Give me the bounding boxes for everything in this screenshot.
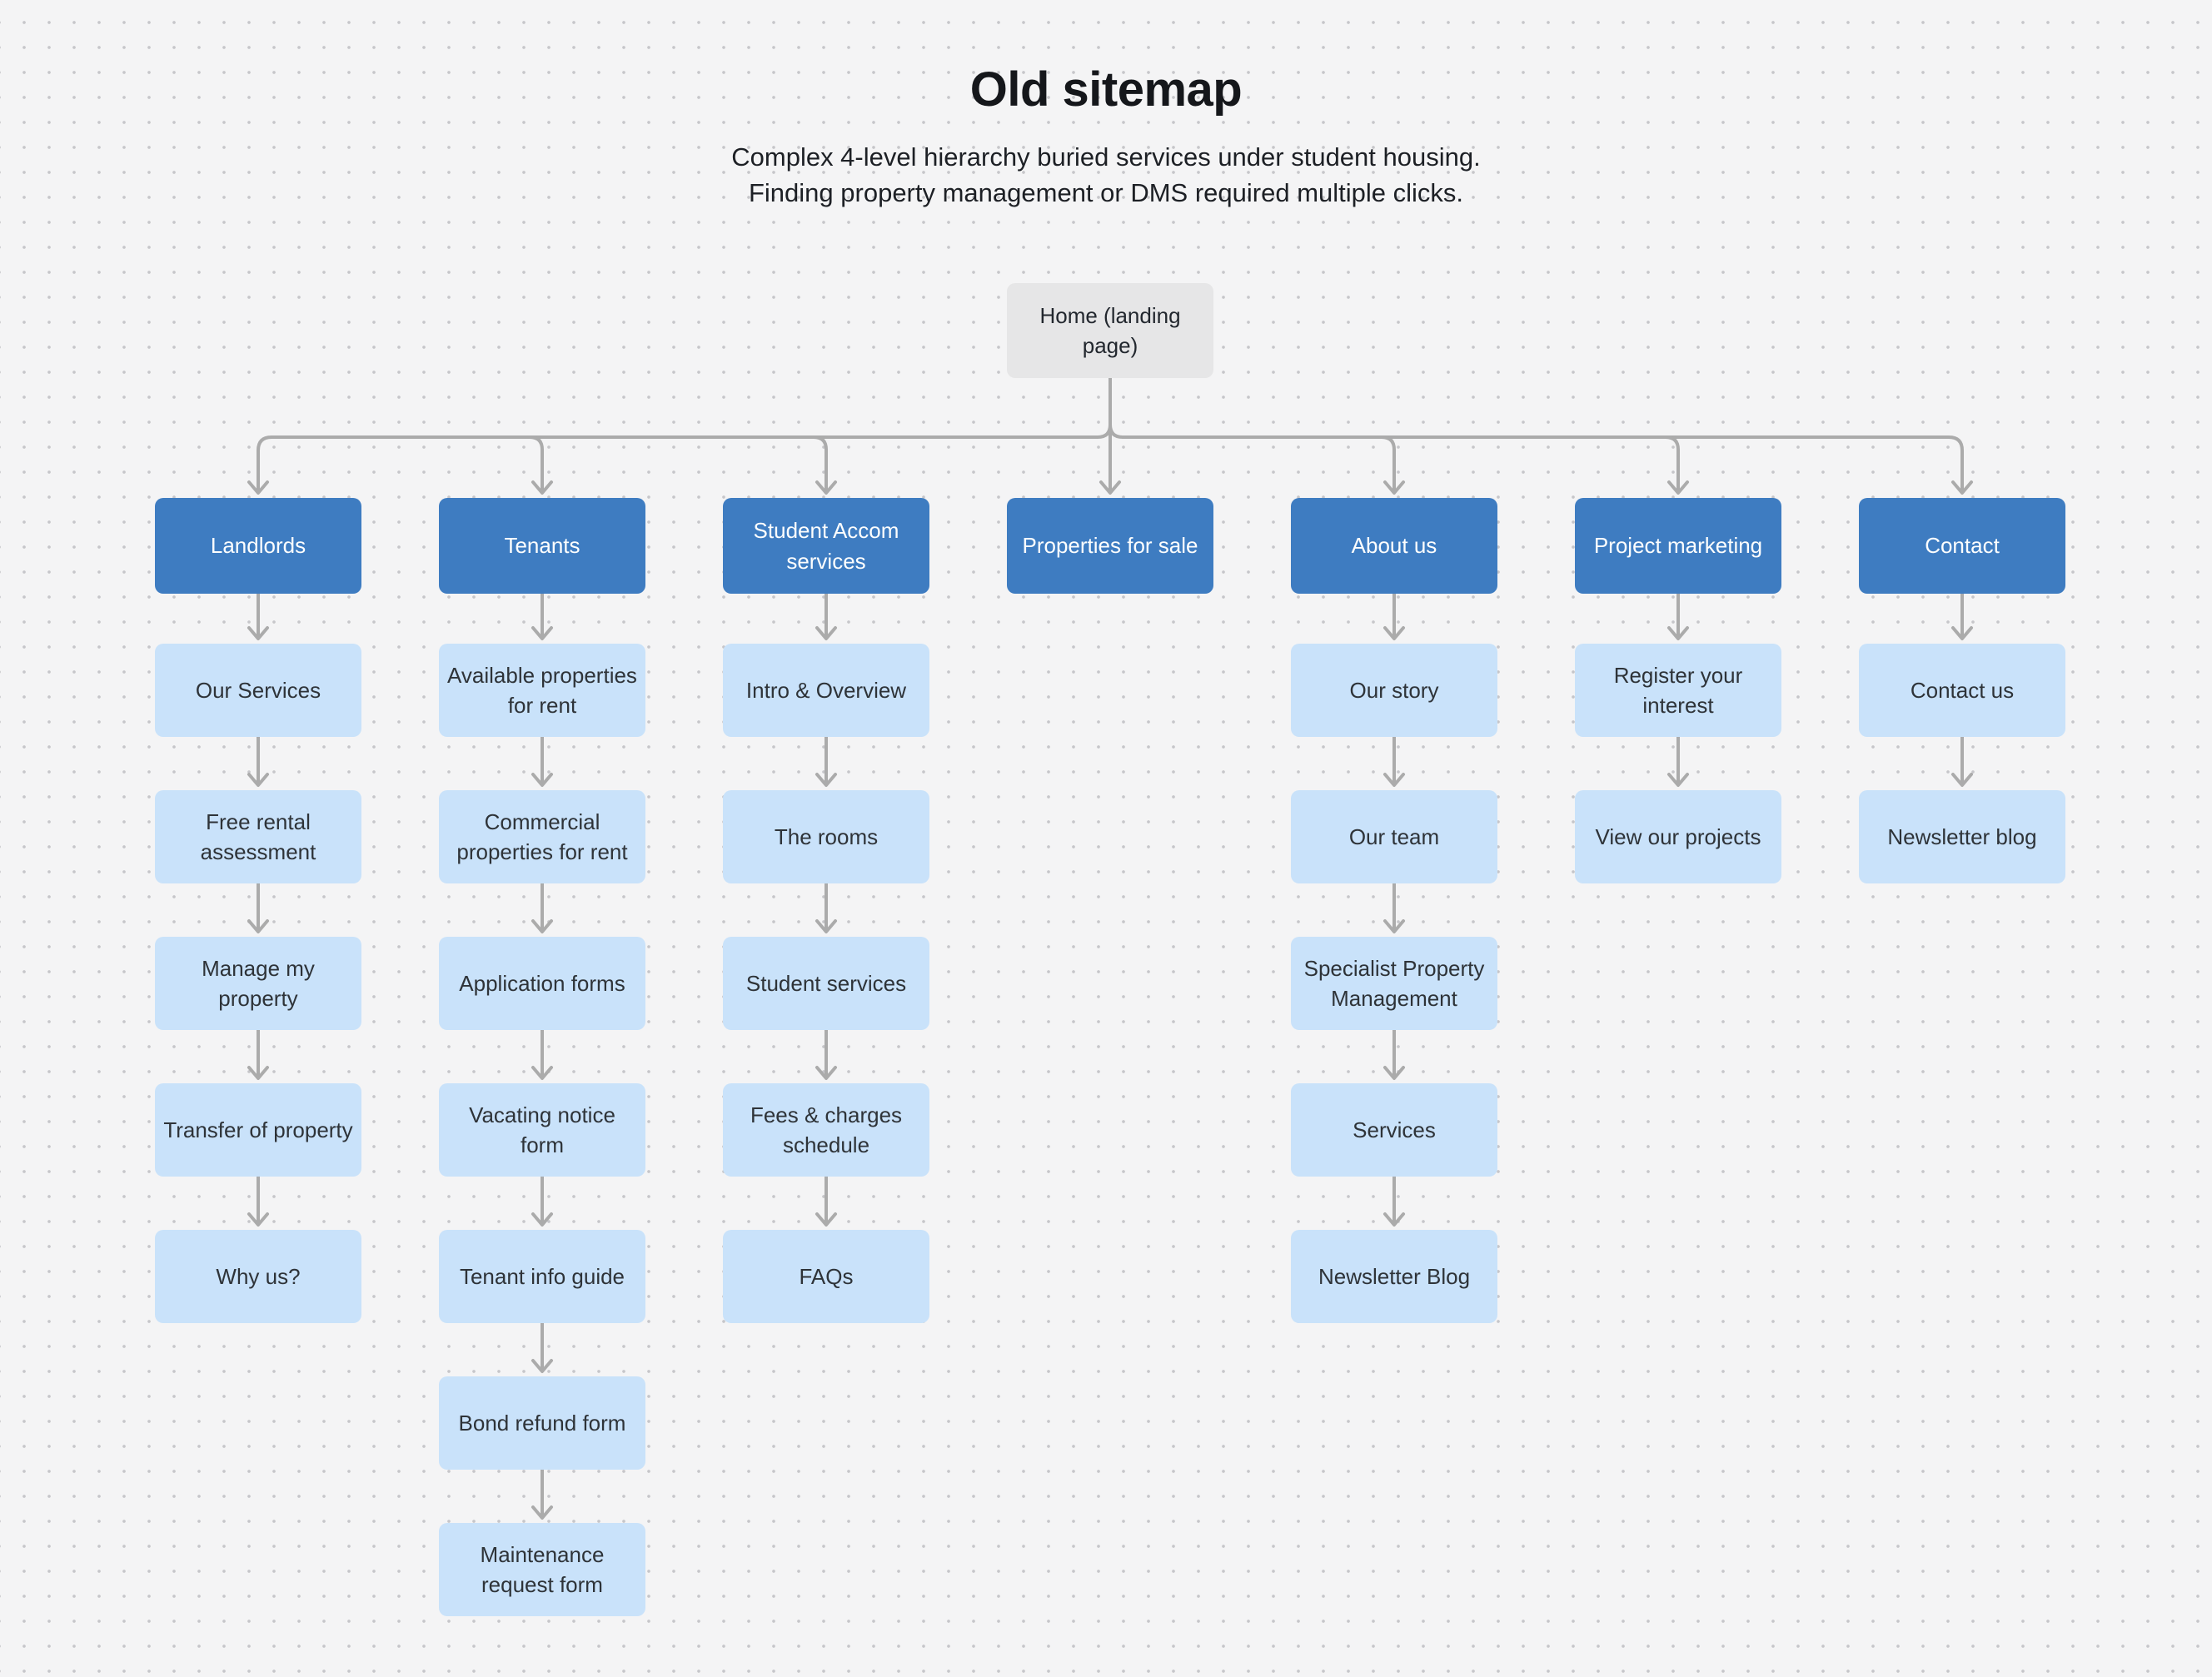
connector-arrow — [528, 435, 544, 493]
connector-arrow — [1383, 626, 1405, 640]
subtitle-line-1: Complex 4-level hierarchy buried service… — [731, 142, 1481, 172]
node-commercial-properties-for-rent[interactable]: Commercial properties for rent — [439, 790, 645, 883]
subtitle-line-2: Finding property management or DMS requi… — [748, 178, 1464, 207]
connector-arrow — [1664, 435, 1680, 493]
connector-arrow — [531, 480, 553, 495]
node-newsletter-blog[interactable]: Newsletter blog — [1859, 790, 2065, 883]
connector-arrow — [815, 1212, 837, 1227]
node-fees-and-charges-schedule[interactable]: Fees & charges schedule — [723, 1083, 929, 1177]
node-why-us[interactable]: Why us? — [155, 1230, 361, 1323]
connector-arrow — [1951, 626, 1973, 640]
connector-arrow — [531, 1505, 553, 1520]
node-services[interactable]: Services — [1291, 1083, 1497, 1177]
node-intro-and-overview[interactable]: Intro & Overview — [723, 644, 929, 737]
node-project-marketing[interactable]: Project marketing — [1575, 498, 1781, 594]
diagram-header: Old sitemap Complex 4-level hierarchy bu… — [0, 62, 2212, 211]
connector-arrow — [1667, 773, 1689, 787]
node-newsletter-blog[interactable]: Newsletter Blog — [1291, 1230, 1497, 1323]
node-properties-for-sale[interactable]: Properties for sale — [1007, 498, 1213, 594]
connector-arrow — [1108, 423, 1964, 493]
node-free-rental-assessment[interactable]: Free rental assessment — [155, 790, 361, 883]
connector-arrow — [531, 626, 553, 640]
node-student-services[interactable]: Student services — [723, 937, 929, 1030]
connector-arrow — [815, 773, 837, 787]
connector-arrow — [1380, 435, 1396, 493]
connector-arrow — [815, 1066, 837, 1080]
node-register-your-interest[interactable]: Register your interest — [1575, 644, 1781, 737]
node-our-story[interactable]: Our story — [1291, 644, 1497, 737]
connector-arrow — [1099, 480, 1121, 495]
node-tenants[interactable]: Tenants — [439, 498, 645, 594]
node-contact-us[interactable]: Contact us — [1859, 644, 2065, 737]
node-available-properties-for-rent[interactable]: Available properties for rent — [439, 644, 645, 737]
connector-arrow — [247, 1212, 269, 1227]
connector-arrow — [1951, 480, 1973, 495]
connector-arrow — [1383, 480, 1405, 495]
connector-arrow — [1383, 1066, 1405, 1080]
connector-arrow — [815, 626, 837, 640]
node-the-rooms[interactable]: The rooms — [723, 790, 929, 883]
connector-arrow — [1383, 773, 1405, 787]
page-subtitle: Complex 4-level hierarchy buried service… — [0, 139, 2212, 211]
connector-arrow — [257, 423, 1112, 493]
node-manage-my-property[interactable]: Manage my property — [155, 937, 361, 1030]
node-our-services[interactable]: Our Services — [155, 644, 361, 737]
connector-arrow — [247, 480, 269, 495]
node-about-us[interactable]: About us — [1291, 498, 1497, 594]
node-bond-refund-form[interactable]: Bond refund form — [439, 1376, 645, 1470]
connector-arrow — [247, 919, 269, 933]
node-landlords[interactable]: Landlords — [155, 498, 361, 594]
connector-arrow — [1667, 626, 1689, 640]
node-transfer-of-property[interactable]: Transfer of property — [155, 1083, 361, 1177]
node-home-landing-page[interactable]: Home (landing page) — [1007, 283, 1213, 378]
connector-arrow — [247, 1066, 269, 1080]
connector-arrow — [815, 480, 837, 495]
connector-arrow — [815, 919, 837, 933]
connector-arrow — [531, 773, 553, 787]
node-vacating-notice-form[interactable]: Vacating notice form — [439, 1083, 645, 1177]
node-specialist-property-management[interactable]: Specialist Property Management — [1291, 937, 1497, 1030]
connector-arrow — [812, 435, 828, 493]
node-our-team[interactable]: Our team — [1291, 790, 1497, 883]
node-tenant-info-guide[interactable]: Tenant info guide — [439, 1230, 645, 1323]
connector-arrow — [1951, 773, 1973, 787]
connector-arrow — [247, 626, 269, 640]
connector-arrow — [531, 919, 553, 933]
node-application-forms[interactable]: Application forms — [439, 937, 645, 1030]
connector-arrow — [1383, 1212, 1405, 1227]
connector-arrow — [531, 1212, 553, 1227]
node-faqs[interactable]: FAQs — [723, 1230, 929, 1323]
node-student-accom-services[interactable]: Student Accom services — [723, 498, 929, 594]
connector-arrow — [531, 1066, 553, 1080]
connector-arrow — [247, 773, 269, 787]
connector-arrow — [1667, 480, 1689, 495]
connector-arrow — [1383, 919, 1405, 933]
page-title: Old sitemap — [969, 62, 1243, 117]
node-view-our-projects[interactable]: View our projects — [1575, 790, 1781, 883]
connector-arrow — [531, 1359, 553, 1373]
node-maintenance-request-form[interactable]: Maintenance request form — [439, 1523, 645, 1616]
node-contact[interactable]: Contact — [1859, 498, 2065, 594]
